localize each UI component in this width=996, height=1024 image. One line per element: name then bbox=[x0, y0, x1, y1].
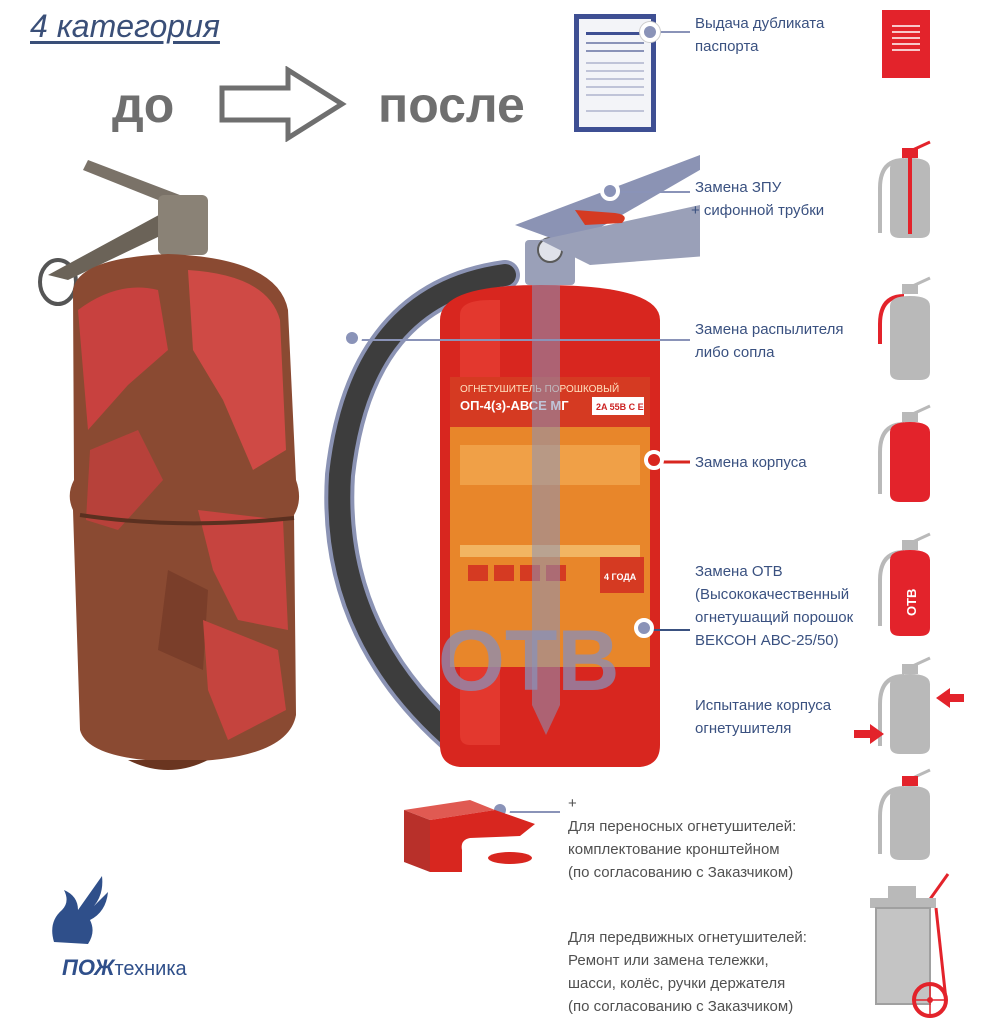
otv-icon: ОТВ bbox=[878, 532, 931, 636]
body-icon bbox=[878, 404, 931, 502]
label-portable: +Для переносных огнетушителей:комплектов… bbox=[568, 795, 797, 881]
zpu-icon bbox=[878, 140, 931, 238]
nozzle-icon bbox=[878, 276, 931, 380]
otv-watermark: ОТВ bbox=[438, 613, 620, 709]
mobile-extinguisher-icon bbox=[870, 873, 950, 1018]
label-rating: 2A 55B C E bbox=[596, 402, 644, 412]
old-extinguisher-image bbox=[38, 160, 300, 770]
after-label: после bbox=[378, 77, 525, 133]
label-mobile: Для передвижных огнетушителей:Ремонт или… bbox=[568, 929, 807, 1015]
category-title: 4 категория bbox=[30, 8, 220, 44]
brand-logo: ПОЖтехника bbox=[62, 955, 187, 980]
otv-icon-text: ОТВ bbox=[904, 589, 919, 616]
pointer-dot-body bbox=[644, 450, 664, 470]
bracket-image bbox=[404, 800, 535, 872]
griffin-logo-icon bbox=[52, 876, 108, 944]
label-zpu: Замена ЗПУ+ сифонной трубки bbox=[691, 179, 825, 219]
label-body: Замена корпуса bbox=[695, 454, 807, 471]
new-extinguisher-image: ОГНЕТУШИТЕЛЬ ПОРОШКОВЫЙ ОП-4(з)-АВСЕ МГ … bbox=[324, 155, 700, 767]
pointer-dot-nozzle bbox=[342, 328, 362, 348]
before-label: до bbox=[112, 77, 175, 133]
test-icon bbox=[854, 656, 964, 754]
pointer-dot-otv bbox=[634, 618, 654, 638]
pointer-dot-zpu bbox=[600, 181, 620, 201]
bracket-extinguisher-icon bbox=[878, 768, 931, 860]
passport-icon bbox=[882, 10, 930, 78]
arrow-right-icon bbox=[219, 66, 347, 142]
label-period: 4 ГОДА bbox=[604, 572, 637, 582]
pointer-dot-passport bbox=[640, 22, 660, 42]
